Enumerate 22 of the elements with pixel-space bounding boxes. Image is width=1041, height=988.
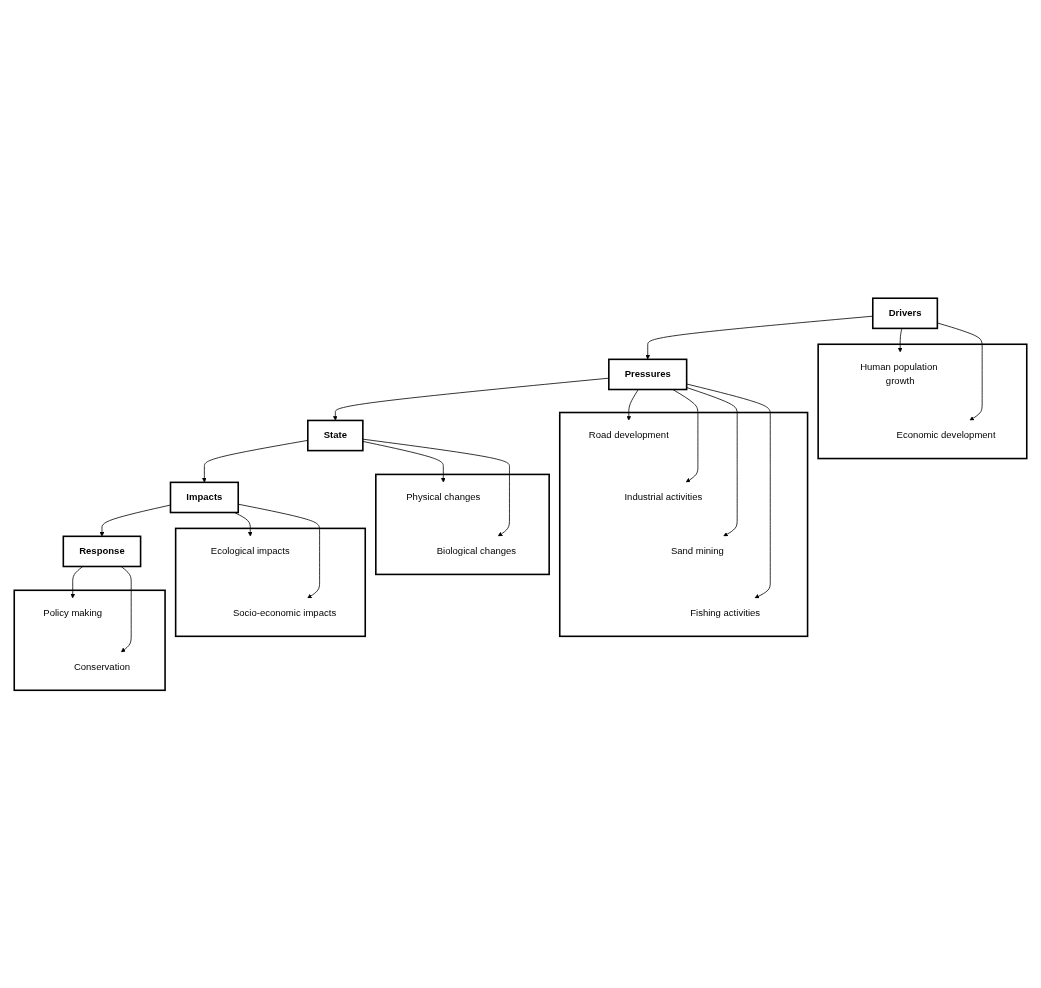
node-box: Impacts bbox=[169, 481, 240, 514]
node-text: Industrial activities bbox=[624, 491, 703, 503]
cluster bbox=[13, 589, 166, 691]
node-text: Conservation bbox=[73, 661, 131, 673]
node-text: Physical changes bbox=[406, 491, 481, 503]
node-box: Pressures bbox=[608, 358, 688, 391]
node-text: Economic development bbox=[896, 429, 996, 441]
cluster bbox=[817, 343, 1028, 460]
node-box: Response bbox=[62, 535, 142, 567]
node-text: Fishing activities bbox=[690, 607, 761, 619]
cluster bbox=[375, 473, 550, 575]
node-box: State bbox=[307, 419, 364, 452]
node-text: Human population growth bbox=[860, 361, 938, 387]
node-text: Biological changes bbox=[436, 545, 517, 557]
cluster bbox=[558, 411, 809, 637]
node-box: Drivers bbox=[872, 297, 939, 329]
node-text: Policy making bbox=[43, 607, 103, 619]
node-text: Socio-economic impacts bbox=[232, 607, 337, 619]
node-text: Sand mining bbox=[670, 545, 724, 557]
node-text: Road development bbox=[588, 429, 669, 441]
cluster bbox=[174, 527, 367, 637]
node-text: Ecological impacts bbox=[210, 545, 290, 557]
